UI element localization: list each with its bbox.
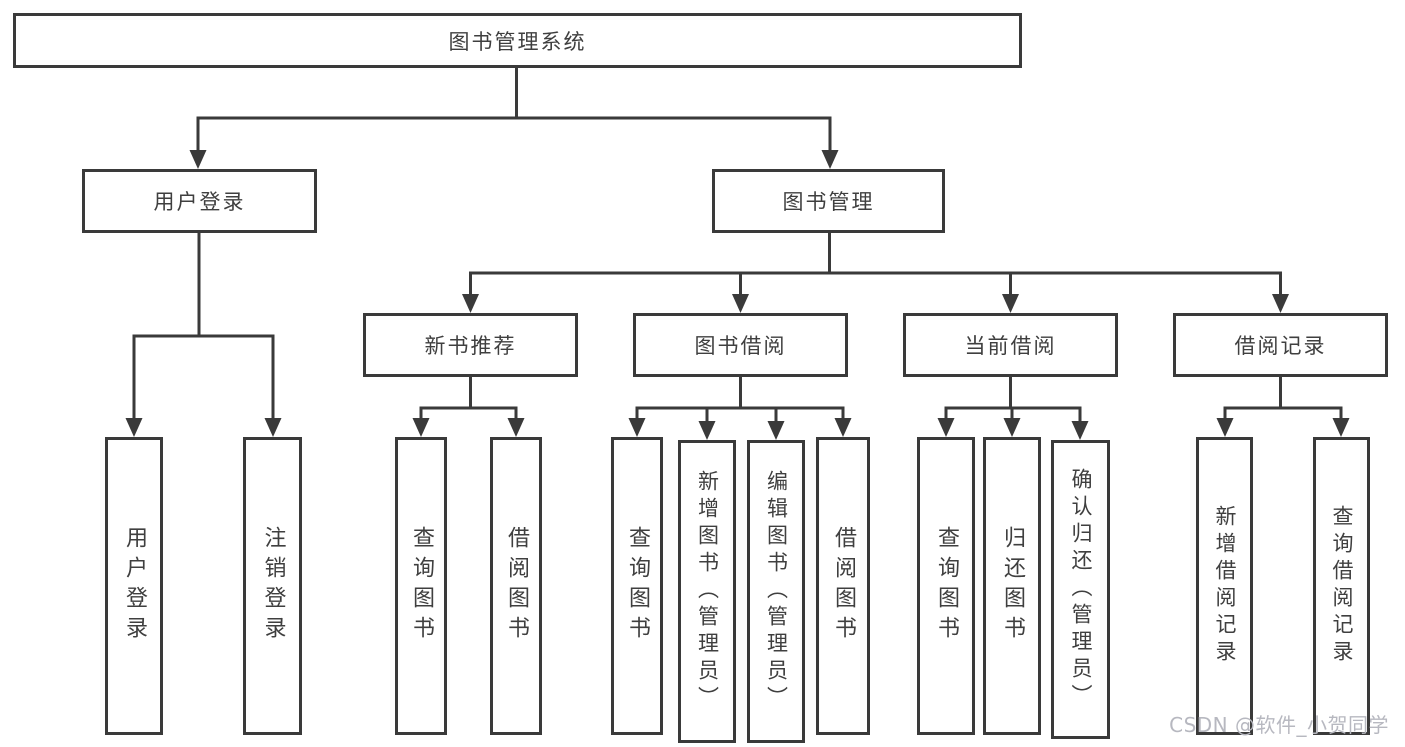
leaf-logout: 注销登录 (243, 437, 302, 735)
node-borrow-records: 借阅记录 (1173, 313, 1388, 377)
leaf-borrow-books: 借阅图书 (816, 437, 870, 735)
leaf-query-borrow-record: 查询借阅记录 (1313, 437, 1370, 735)
node-root-system: 图书管理系统 (13, 13, 1022, 68)
arrowhead-icons (125, 150, 1350, 440)
leaf-borrow-books-recommend: 借阅图书 (490, 437, 542, 735)
leaf-return-book: 归还图书 (983, 437, 1041, 735)
leaf-query-books-current: 查询图书 (917, 437, 975, 735)
node-user-login: 用户登录 (82, 169, 317, 233)
leaf-add-borrow-record: 新增借阅记录 (1196, 437, 1253, 735)
leaf-query-books-recommend: 查询图书 (395, 437, 447, 735)
leaf-confirm-return-admin: 确认归还（管理员） (1051, 440, 1110, 739)
leaf-query-books-borrow: 查询图书 (611, 437, 663, 735)
node-book-borrow: 图书借阅 (633, 313, 848, 377)
node-book-management: 图书管理 (712, 169, 945, 233)
watermark: CSDN @软件_小贺同学 (1169, 713, 1389, 737)
node-current-borrow: 当前借阅 (903, 313, 1118, 377)
leaf-add-book-admin: 新增图书（管理员） (678, 440, 736, 743)
node-new-book-recommend: 新书推荐 (363, 313, 578, 377)
leaf-user-login: 用户登录 (105, 437, 163, 735)
leaf-edit-book-admin: 编辑图书（管理员） (747, 440, 805, 743)
